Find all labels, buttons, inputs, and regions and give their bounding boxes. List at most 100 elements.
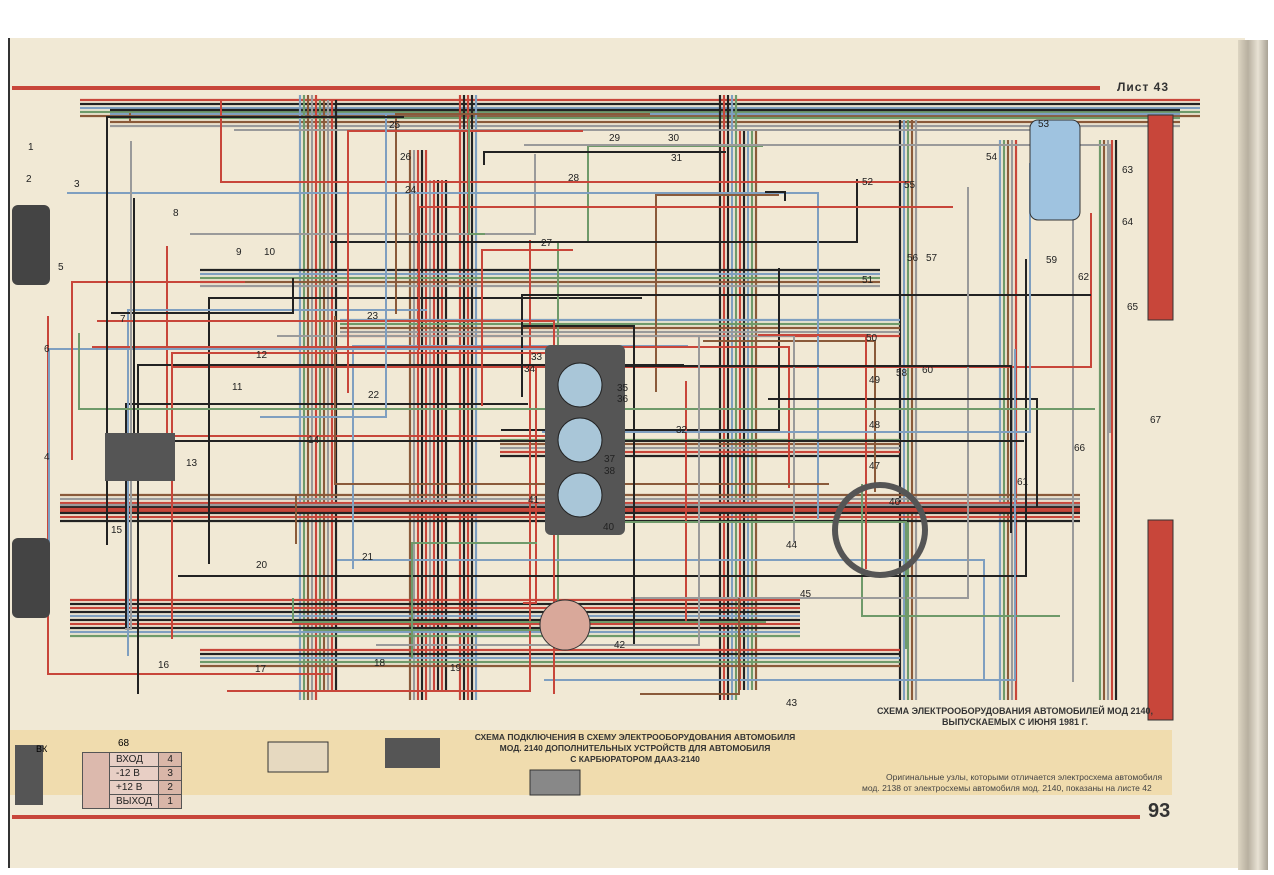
component-label-38: 38	[604, 466, 616, 477]
wire	[765, 191, 786, 201]
block-68-label: 68	[118, 738, 130, 749]
caption-line-2: ВЫПУСКАЕМЫХ С ИЮНЯ 1981 Г.	[942, 717, 1088, 727]
wire	[208, 297, 642, 564]
additional-caption-line-1: СХЕМА ПОДКЛЮЧЕНИЯ В СХЕМУ ЭЛЕКТРООБОРУДО…	[474, 732, 796, 742]
component-label-32: 32	[676, 425, 688, 436]
wire	[125, 141, 132, 630]
wire	[631, 187, 969, 599]
component-label-65: 65	[1127, 302, 1139, 313]
wire	[411, 542, 537, 658]
additional-caption-line-3: С КАРБЮРАТОРОМ ДААЗ-2140	[570, 754, 700, 764]
component-label-35: 35	[617, 383, 629, 394]
component-label-40: 40	[603, 522, 615, 533]
component-label-44: 44	[786, 540, 798, 551]
component-label-16: 16	[158, 660, 170, 671]
row-pin: 4	[158, 752, 183, 767]
wire	[330, 179, 858, 243]
component-69	[385, 738, 440, 768]
component-label-55: 55	[904, 180, 916, 191]
component-label-7: 7	[120, 314, 126, 325]
component-label-37: 37	[604, 454, 616, 465]
wire	[521, 294, 1091, 397]
component-label-10: 10	[264, 247, 276, 258]
wire	[592, 365, 1012, 533]
component-label-6: 6	[44, 344, 50, 355]
component-label-48: 48	[869, 420, 881, 431]
gauge	[557, 472, 603, 518]
wire	[376, 337, 700, 646]
component-label-27: 27	[541, 238, 553, 249]
headlight-left-bottom	[12, 538, 50, 618]
wire	[67, 192, 819, 519]
gauge	[557, 417, 603, 463]
component-label-67: 67	[1150, 415, 1162, 426]
component-label-15: 15	[111, 525, 123, 536]
component-label-31: 31	[671, 153, 683, 164]
row-pin: 2	[158, 780, 183, 795]
component-label-63: 63	[1122, 165, 1134, 176]
wire	[587, 521, 907, 649]
wire	[178, 259, 1027, 577]
ignition-switch	[539, 599, 591, 651]
component-label-66: 66	[1074, 443, 1086, 454]
wire	[768, 398, 1038, 507]
component-label-18: 18	[374, 658, 386, 669]
wire	[352, 345, 688, 569]
wire	[640, 598, 740, 695]
component-label-30: 30	[668, 133, 680, 144]
component-label-17: 17	[255, 664, 267, 675]
coil-terminal-label: ВК	[36, 744, 48, 754]
component-19-bottom	[267, 741, 329, 773]
component-label-28: 28	[568, 173, 580, 184]
component-label-58: 58	[896, 368, 908, 379]
component-label-1: 1	[28, 142, 34, 153]
wire	[48, 348, 566, 554]
gauge	[557, 362, 603, 408]
component-label-62: 62	[1078, 272, 1090, 283]
component-label-53: 53	[1038, 119, 1050, 130]
component-label-52: 52	[862, 177, 874, 188]
component-label-33: 33	[531, 352, 543, 363]
component-label-34: 34	[524, 364, 536, 375]
footnote: Оригинальные узлы, которыми отличается э…	[862, 772, 1163, 793]
wire	[542, 163, 1031, 433]
headlight-left-top	[12, 205, 50, 285]
wire	[523, 364, 537, 604]
row-pin: 3	[158, 766, 183, 781]
component-label-56: 56	[907, 253, 919, 264]
additional-devices-panel	[10, 730, 1172, 795]
component-label-11: 11	[232, 382, 243, 393]
wire	[127, 309, 427, 656]
tail-light-top	[1147, 114, 1174, 321]
wire	[242, 494, 297, 544]
book-page-edge	[1238, 40, 1268, 870]
wire	[483, 151, 726, 165]
wire	[418, 206, 953, 350]
wire	[758, 334, 867, 569]
component-label-5: 5	[58, 262, 64, 273]
wire	[523, 325, 635, 644]
component-label-46: 46	[889, 497, 901, 508]
wire	[395, 113, 650, 314]
wire	[137, 364, 684, 694]
ignition-coil-7	[15, 745, 43, 805]
component-label-13: 13	[186, 458, 198, 469]
wire	[227, 240, 531, 692]
wire	[220, 101, 910, 183]
component-label-60: 60	[922, 365, 934, 376]
row-name: +12 В	[108, 780, 160, 795]
component-label-20: 20	[256, 560, 268, 571]
wire	[524, 144, 1111, 433]
steering-wheel	[832, 482, 928, 578]
wire	[334, 316, 829, 485]
component-label-42: 42	[614, 640, 626, 651]
caption-line-1: СХЕМА ЭЛЕКТРООБОРУДОВАНИЯ АВТОМОБИЛЕЙ МО…	[877, 706, 1153, 716]
wire	[655, 194, 779, 392]
wire	[111, 278, 294, 314]
additional-caption: СХЕМА ПОДКЛЮЧЕНИЯ В СХЕМУ ЭЛЕКТРООБОРУДО…	[470, 732, 800, 765]
wire	[292, 598, 766, 623]
component-label-59: 59	[1046, 255, 1058, 266]
component-label-22: 22	[368, 390, 380, 401]
